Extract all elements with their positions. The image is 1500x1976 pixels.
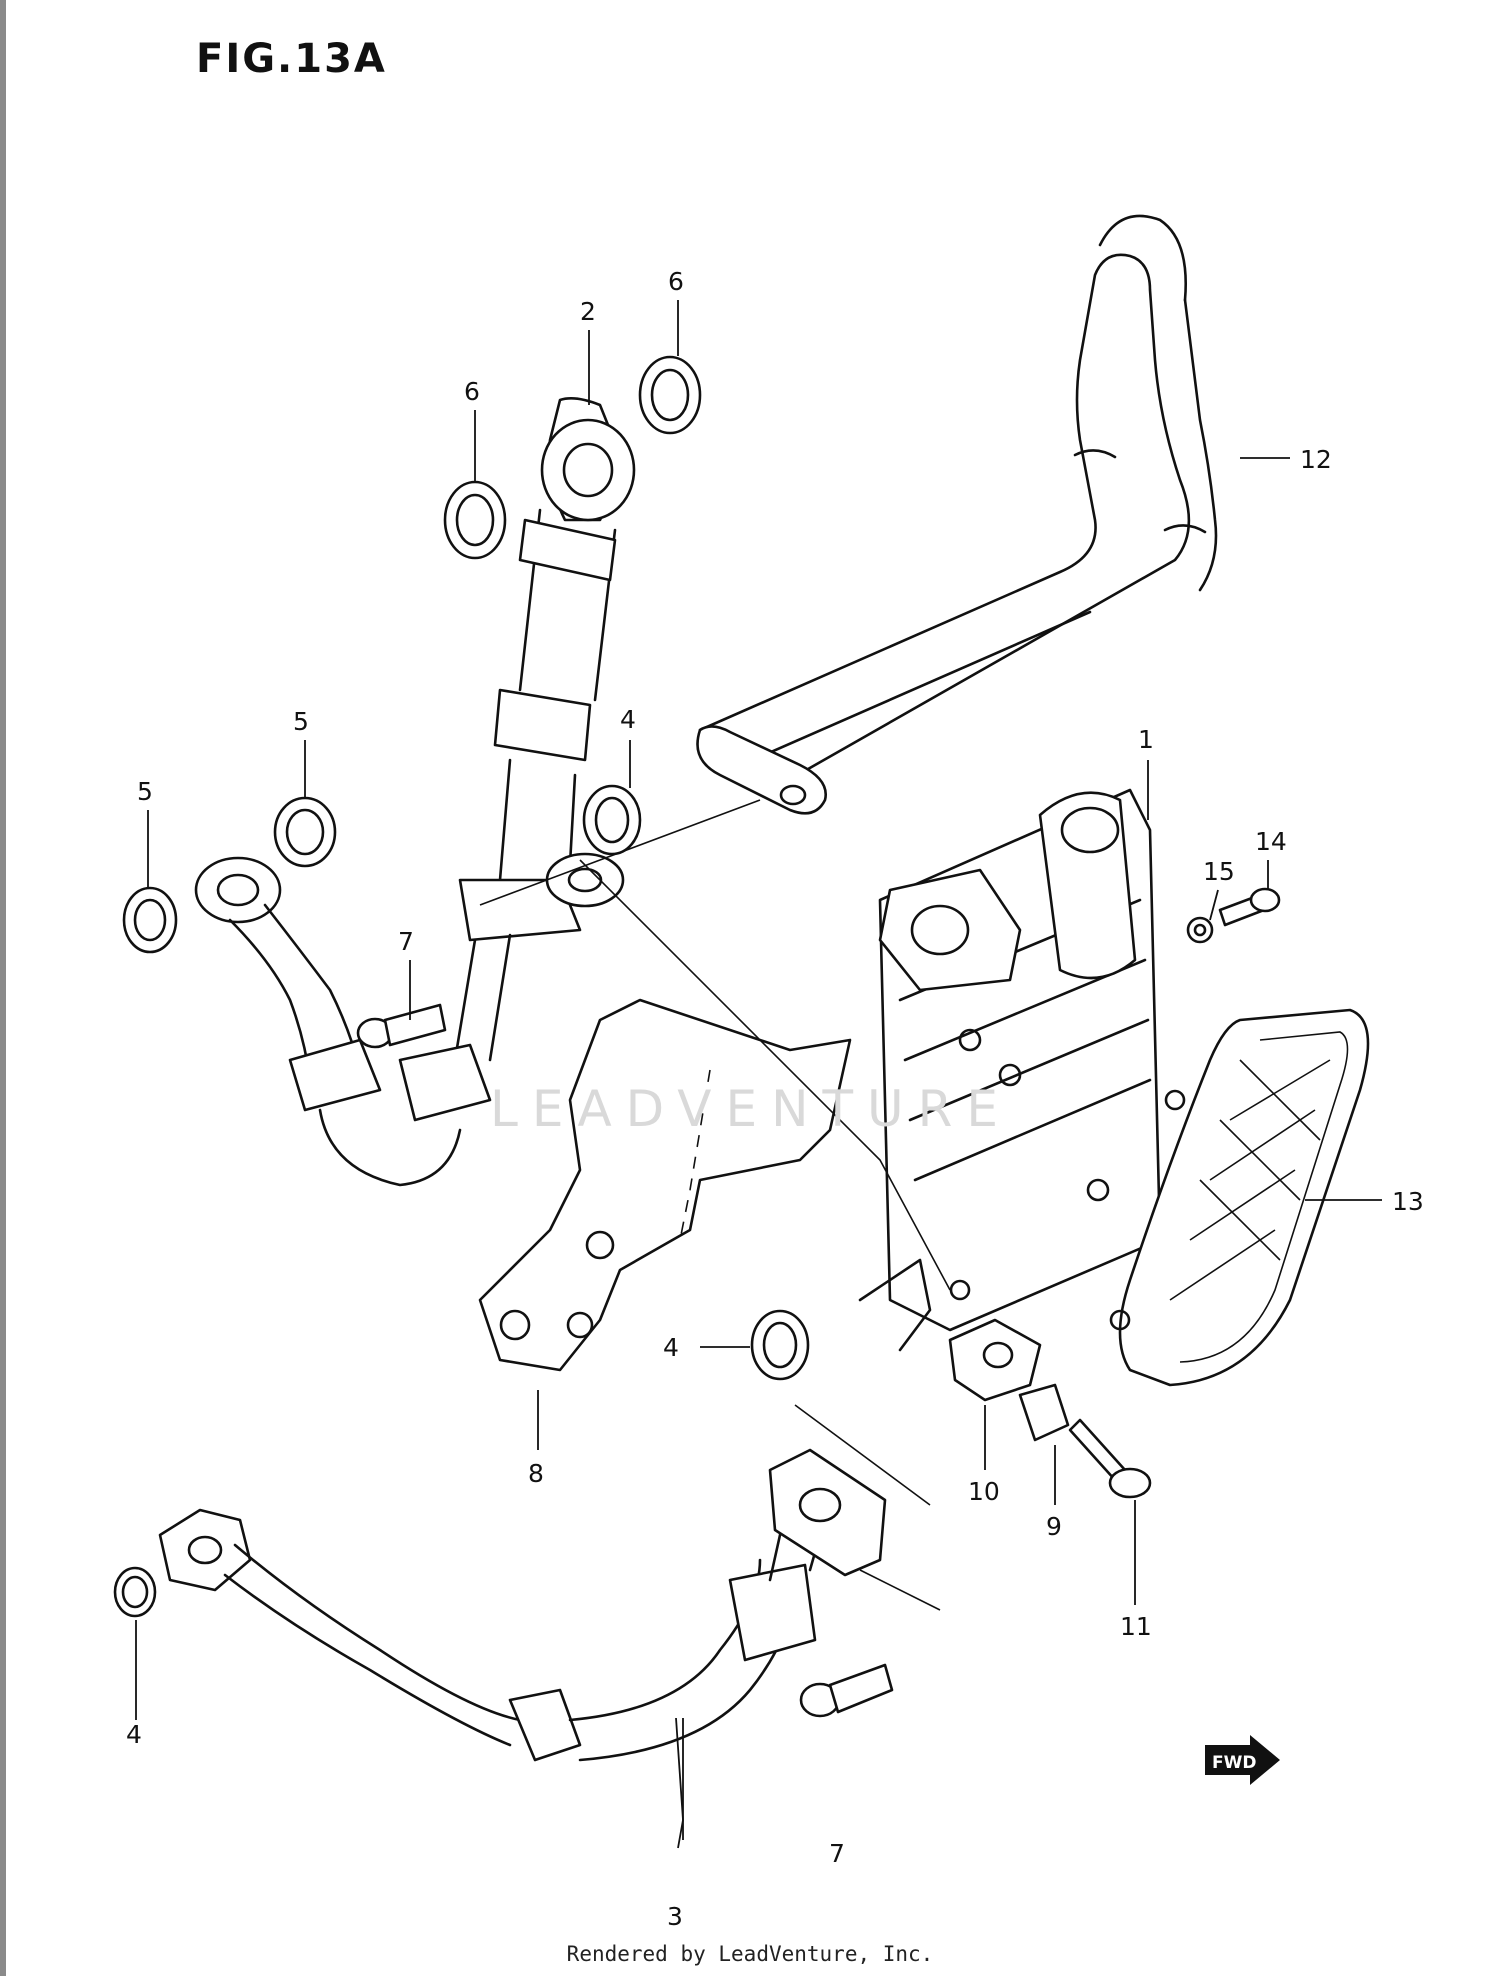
callout-14: 14 xyxy=(1255,827,1287,856)
callout-13: 13 xyxy=(1392,1187,1424,1216)
fwd-direction-badge: FWD xyxy=(1205,1735,1280,1785)
callout-7-upper: 7 xyxy=(398,927,414,956)
part-2-oil-hose xyxy=(453,397,636,1062)
callout-1: 1 xyxy=(1138,725,1154,754)
callout-5-b: 5 xyxy=(137,777,153,806)
part-8-bracket xyxy=(478,998,852,1372)
part-5-bent-hose xyxy=(194,856,492,1187)
fwd-badge-label: FWD xyxy=(1212,1753,1256,1773)
part-6-washer-left xyxy=(443,480,507,560)
callout-15: 15 xyxy=(1203,857,1235,886)
part-4-washer-middle xyxy=(750,1309,810,1381)
part-6-washer-right xyxy=(638,355,702,435)
part-5-washer-a xyxy=(273,796,337,868)
callout-4-upper: 4 xyxy=(620,705,636,734)
part-9-collar xyxy=(1018,1383,1070,1442)
callout-4-lower: 4 xyxy=(126,1720,142,1749)
part-1-oil-cooler xyxy=(858,788,1162,1352)
callout-12: 12 xyxy=(1300,445,1332,474)
part-10-grommet xyxy=(948,1318,1042,1402)
callout-6-right: 6 xyxy=(668,267,684,296)
part-4-washer-lower xyxy=(113,1566,157,1618)
callout-11: 11 xyxy=(1120,1612,1152,1641)
watermark-text: LEADVENTURE xyxy=(490,1080,1012,1138)
figure-title: FIG.13A xyxy=(196,36,387,82)
part-3-lower-pipe xyxy=(158,1448,887,1762)
part-14-bolt xyxy=(1218,887,1281,927)
callout-leaders xyxy=(135,300,1382,1849)
callout-4-middle: 4 xyxy=(663,1333,679,1362)
callout-9: 9 xyxy=(1046,1512,1062,1541)
callout-10: 10 xyxy=(968,1477,1000,1506)
callout-5-a: 5 xyxy=(293,707,309,736)
callout-2: 2 xyxy=(580,297,596,326)
page-edge-bar xyxy=(0,0,6,1976)
callout-7-lower: 7 xyxy=(829,1839,845,1868)
part-7-bolt-lower xyxy=(799,1663,894,1718)
part-12-oil-pipe xyxy=(696,214,1218,815)
part-15-washer xyxy=(1186,916,1214,944)
callout-labels: 1 2 3 4 4 4 4 5 5 6 6 7 7 8 9 10 11 12 1… xyxy=(126,267,1424,1931)
callout-6-left: 6 xyxy=(464,377,480,406)
part-13-screen xyxy=(1109,1008,1370,1387)
footer-credit: Rendered by LeadVenture, Inc. xyxy=(566,1942,934,1966)
part-4-washer-upper xyxy=(582,784,642,856)
part-5-washer-b xyxy=(122,886,178,954)
assembly-lines xyxy=(479,799,951,1611)
callout-8: 8 xyxy=(528,1459,544,1488)
callout-3: 3 xyxy=(667,1902,683,1931)
part-7-bolt-upper xyxy=(356,1003,447,1049)
part-11-bolt xyxy=(1068,1418,1152,1499)
